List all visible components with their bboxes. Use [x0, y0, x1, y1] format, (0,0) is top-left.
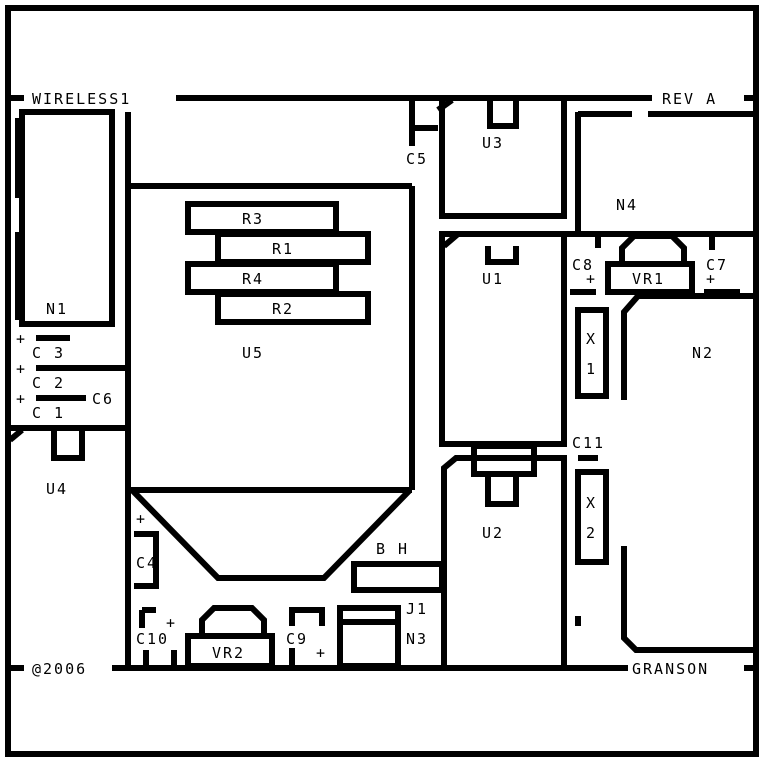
board-outline	[5, 5, 759, 757]
n2-outline-top	[621, 293, 756, 400]
label-n4: N4	[616, 196, 638, 214]
label-c11: C11	[572, 434, 605, 452]
label-x1-letter: X	[586, 330, 597, 348]
polarity-c8: +	[586, 270, 597, 288]
board-revision: REV A	[662, 90, 717, 108]
n3-block	[337, 605, 401, 669]
label-bh: B H	[376, 540, 409, 558]
label-r2: R2	[272, 300, 294, 318]
n2-outline-bottom	[621, 546, 756, 653]
board-copyright: @2006	[32, 660, 87, 678]
label-c8: C8	[572, 256, 594, 274]
label-u3: U3	[482, 134, 504, 152]
label-c10: C10	[136, 630, 169, 648]
label-n2: N2	[692, 344, 714, 362]
label-c9: C9	[286, 630, 308, 648]
u1-tab	[485, 246, 519, 265]
u5-funnel	[129, 487, 413, 581]
u1-outline	[439, 231, 567, 447]
bh-jumper	[351, 561, 445, 593]
vr1-body	[605, 261, 695, 295]
board-title: WIRELESS1	[32, 90, 131, 108]
r2-outline	[215, 291, 371, 325]
u2-tab	[485, 474, 519, 507]
label-c1: C 1	[32, 404, 65, 422]
label-n1: N1	[46, 300, 68, 318]
label-c6: C6	[92, 390, 114, 408]
label-n3: N3	[406, 630, 428, 648]
label-c2: C 2	[32, 374, 65, 392]
vr1-cap	[619, 233, 687, 264]
n1-outline	[19, 109, 115, 327]
vr2-cap	[199, 605, 267, 636]
label-vr1: VR1	[632, 270, 665, 288]
polarity-c10: +	[166, 614, 177, 632]
label-c3: C 3	[32, 344, 65, 362]
label-vr2: VR2	[212, 644, 245, 662]
label-u4: U4	[46, 480, 68, 498]
polarity-c1: +	[16, 390, 27, 408]
u2-tab-block	[471, 443, 537, 477]
polarity-c9: +	[316, 644, 327, 662]
u3-tab	[487, 100, 519, 129]
board-author: GRANSON	[632, 660, 709, 678]
x1-outline	[575, 307, 609, 399]
label-r3: R3	[242, 210, 264, 228]
label-x2-letter: X	[586, 494, 597, 512]
label-c5: C5	[406, 150, 428, 168]
u1-top-left-corner	[442, 231, 460, 249]
label-u5: U5	[242, 344, 264, 362]
polarity-c3: +	[16, 330, 27, 348]
polarity-c4: +	[136, 510, 147, 528]
u4-corner	[8, 427, 24, 443]
polarity-c7: +	[706, 270, 717, 288]
c4-bracket	[134, 531, 159, 589]
u2-outline	[441, 455, 567, 668]
c9-bracket	[289, 607, 325, 626]
label-c4: C4	[136, 554, 158, 572]
u4-tab	[51, 430, 85, 461]
label-u1: U1	[482, 270, 504, 288]
u3-outline	[439, 95, 567, 219]
polarity-c2: +	[16, 360, 27, 378]
label-x1-number: 1	[586, 360, 597, 378]
label-c7: C7	[706, 256, 728, 274]
x2-outline	[575, 469, 609, 565]
vr2-body	[185, 633, 275, 669]
label-x2-number: 2	[586, 524, 597, 542]
label-r1: R1	[272, 240, 294, 258]
label-j1: J1	[406, 600, 428, 618]
label-r4: R4	[242, 270, 264, 288]
label-u2: U2	[482, 524, 504, 542]
